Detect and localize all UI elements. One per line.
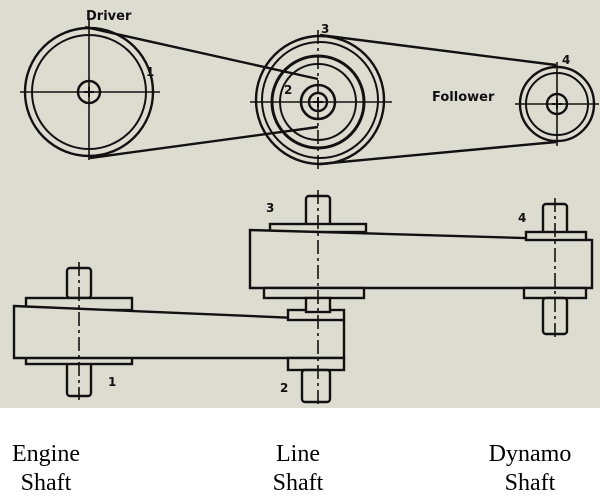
caption-line-line1: Line: [276, 441, 320, 467]
caption-line-line2: Shaft: [272, 470, 324, 496]
follower-label: Follower: [432, 90, 495, 105]
pulley-4-side-top: [524, 230, 588, 242]
caption-engine-line1: Engine: [12, 441, 80, 467]
belt-drive-svg: Driver Follower 1 2 3 4: [12, 9, 599, 406]
upper-belt: [248, 228, 594, 290]
pulley-4-number: 4: [562, 53, 570, 67]
caption-engine-line2: Shaft: [20, 470, 72, 496]
caption-dynamo-shaft: Dynamo Shaft: [470, 440, 590, 498]
belt-1-bottom-strand: [89, 125, 319, 160]
hub-crosses: [84, 87, 562, 109]
line-shaft-bottom: [300, 368, 332, 404]
pulley-2-number: 2: [284, 83, 292, 97]
pulley-1-number: 1: [146, 65, 154, 79]
driver-label: Driver: [86, 9, 132, 24]
pulley-3-rim: [261, 41, 379, 159]
caption-dynamo-line2: Shaft: [504, 470, 556, 496]
caption-engine-shaft: Engine Shaft: [0, 440, 92, 498]
side-number-1: 1: [108, 375, 116, 389]
pulley-2-side-bottom: [286, 356, 346, 372]
belt-2-top-strand: [319, 33, 557, 67]
belt-drive-drawing: Driver Follower 1 2 3 4: [0, 0, 600, 408]
belt-1-top-strand: [84, 25, 319, 81]
side-number-3: 3: [266, 201, 274, 215]
belt-2-bottom-strand: [319, 140, 557, 166]
caption-dynamo-line1: Dynamo: [488, 441, 572, 467]
side-centre-lines: [78, 190, 556, 406]
side-number-2: 2: [280, 381, 288, 395]
side-number-4: 4: [518, 211, 526, 225]
pulley-3-number: 3: [321, 22, 329, 36]
caption-line-shaft: Line Shaft: [258, 440, 338, 498]
pulley-3-side-bottom: [262, 286, 366, 300]
pulley-3-outer: [254, 34, 386, 166]
